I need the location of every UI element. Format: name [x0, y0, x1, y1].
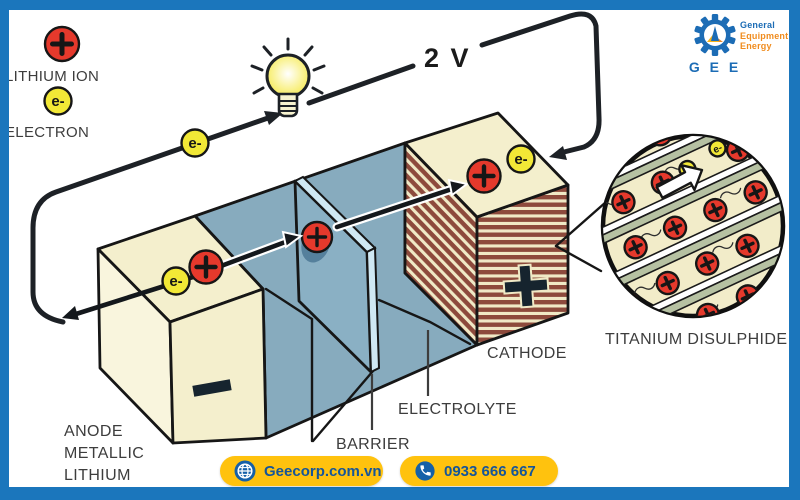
logo-acronym: G E E [688, 59, 742, 75]
titanium-disulphide-label: TITANIUM DISULPHIDE [605, 331, 787, 348]
svg-text:e-: e- [51, 93, 64, 110]
ion-arrow-anode-to-barrier [208, 230, 304, 274]
barrier-right-edge [365, 246, 381, 374]
svg-text:e-: e- [169, 273, 182, 290]
wire-electron-icon: e- [180, 128, 210, 158]
electrolyte-fold-left [264, 287, 314, 443]
plus-terminal-icon [502, 263, 550, 309]
logo-name-line: Equipment [740, 30, 789, 41]
disulphide-electron-icon: e- [708, 139, 727, 158]
voltage-label: 2 V [424, 43, 471, 73]
cathode-lithium-ion-icon [466, 158, 502, 194]
minus-terminal-icon [192, 379, 232, 397]
phone-icon [415, 461, 435, 481]
barrier-label: BARRIER [336, 436, 410, 453]
circuit-wire-bulb-to-voltage [306, 63, 416, 106]
intercalation-arrow-top [655, 163, 704, 200]
light-bulb-icon [250, 37, 326, 118]
frame-right [789, 0, 800, 500]
logo-name-lines: General Equipment Energy [740, 20, 788, 52]
logo-name-line: Energy [740, 41, 772, 51]
cathode-label: CATHODE [487, 345, 567, 362]
legend-electron-icon: e- [43, 86, 73, 116]
frame-top [0, 0, 800, 10]
magnifier-callout-lines [554, 200, 608, 273]
disulphide-electron-icon: e- [727, 107, 748, 128]
website-text: Geecorp.com.vn [264, 462, 382, 480]
electrolyte-label: ELECTROLYTE [398, 401, 517, 418]
phone-pill[interactable]: 0933 666 667 [400, 456, 558, 486]
cathode-electron-icon: e- [506, 144, 536, 174]
barrier-bottom-edge [311, 369, 375, 443]
cathode-block [403, 111, 570, 347]
legend-lithium-ion-icon [43, 25, 81, 63]
gee-logo: General Equipment Energy G E E [684, 12, 796, 76]
electrolyte-fold-right [377, 298, 472, 346]
legend-electron-label: ELECTRON [5, 124, 89, 141]
circuit-wire-right [479, 11, 602, 160]
electrolyte-lithium-ion-icon [300, 220, 334, 254]
globe-icon [234, 460, 256, 482]
anode-label-line2: METALLIC [64, 445, 144, 462]
frame-left [0, 0, 9, 500]
gear-logo-icon [694, 14, 736, 56]
ion-arrow-barrier-to-cathode [332, 178, 470, 232]
legend-lithium-ion-label: LITHIUM ION [5, 68, 99, 85]
svg-text:e-: e- [514, 151, 527, 168]
website-pill[interactable]: Geecorp.com.vn [220, 456, 383, 486]
circuit-wire-left [30, 111, 283, 325]
anode-front-face [168, 287, 268, 445]
anode-lithium-ion-icon [188, 249, 224, 285]
anode-label-line1: ANODE [64, 423, 123, 440]
svg-text:e-: e- [731, 111, 744, 125]
svg-text:e-: e- [712, 142, 725, 156]
anode-label-line3: LITHIUM [64, 467, 131, 484]
phone-text: 0933 666 667 [444, 462, 536, 480]
anode-electron-icon: e- [161, 266, 191, 296]
frame-bottom [0, 487, 800, 500]
svg-text:e-: e- [188, 135, 201, 152]
logo-name-line: General [740, 20, 775, 30]
